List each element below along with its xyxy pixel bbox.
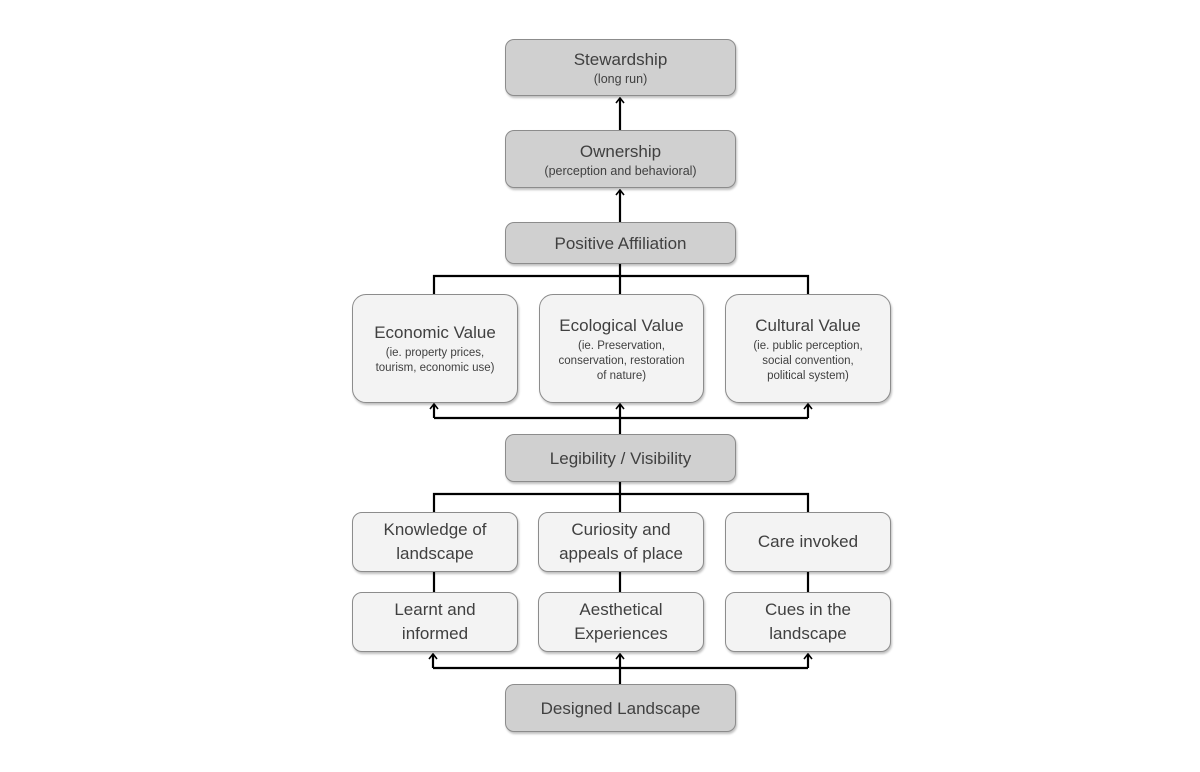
learnt-line-1: Learnt and xyxy=(394,600,476,619)
aesthetical-line-2: Experiences xyxy=(574,624,668,643)
positive-affiliation-title: Positive Affiliation xyxy=(554,233,687,253)
ecological-value-title: Ecological Value xyxy=(559,315,684,335)
stewardship-subtitle: (long run) xyxy=(593,72,648,86)
economic-value-detail-2: tourism, economic use) xyxy=(375,362,495,374)
ecological-value-box: Ecological Value (ie. Preservation, cons… xyxy=(539,294,704,403)
knowledge-line-1: Knowledge of xyxy=(383,520,487,539)
economic-value-box: Economic Value (ie. property prices, tou… xyxy=(352,294,518,403)
knowledge-of-landscape-box: Knowledge of landscape xyxy=(352,512,518,572)
economic-value-detail-1: (ie. property prices, xyxy=(385,347,485,359)
cultural-value-detail-2: social convention, xyxy=(762,354,854,367)
learnt-line-2: informed xyxy=(401,624,469,643)
ownership-box: Ownership (perception and behavioral) xyxy=(505,130,736,188)
designed-landscape-box: Designed Landscape xyxy=(505,684,736,732)
care-invoked-line-1: Care invoked xyxy=(757,532,859,551)
aesthetical-experiences-box: Aesthetical Experiences xyxy=(538,592,704,652)
economic-value-title: Economic Value xyxy=(374,323,496,342)
curiosity-line-2: appeals of place xyxy=(559,544,683,563)
designed-landscape-title: Designed Landscape xyxy=(540,698,701,718)
cultural-value-box: Cultural Value (ie. public perception, s… xyxy=(725,294,891,403)
positive-affiliation-box: Positive Affiliation xyxy=(505,222,736,264)
ownership-subtitle: (perception and behavioral) xyxy=(544,163,697,178)
cues-line-1: Cues in the xyxy=(765,600,851,619)
curiosity-appeals-box: Curiosity and appeals of place xyxy=(538,512,704,572)
ecological-value-detail-3: of nature) xyxy=(596,369,647,382)
care-invoked-box: Care invoked xyxy=(725,512,891,572)
cultural-value-detail-1: (ie. public perception, xyxy=(753,339,863,352)
cultural-value-detail-3: political system) xyxy=(767,369,849,382)
ecological-value-detail-1: (ie. Preservation, xyxy=(578,339,665,352)
aesthetical-line-1: Aesthetical xyxy=(579,600,663,619)
knowledge-line-2: landscape xyxy=(396,544,474,563)
legibility-visibility-title: Legibility / Visibility xyxy=(549,448,692,468)
stewardship-title: Stewardship xyxy=(573,50,668,69)
cues-landscape-box: Cues in the landscape xyxy=(725,592,891,652)
legibility-visibility-box: Legibility / Visibility xyxy=(505,434,736,482)
stewardship-box: Stewardship (long run) xyxy=(505,39,736,96)
curiosity-line-1: Curiosity and xyxy=(571,520,671,539)
ecological-value-detail-2: conservation, restoration xyxy=(558,354,685,367)
ownership-title: Ownership xyxy=(579,141,662,161)
learnt-informed-box: Learnt and informed xyxy=(352,592,518,652)
cues-line-2: landscape xyxy=(769,624,847,643)
cultural-value-title: Cultural Value xyxy=(755,315,861,335)
